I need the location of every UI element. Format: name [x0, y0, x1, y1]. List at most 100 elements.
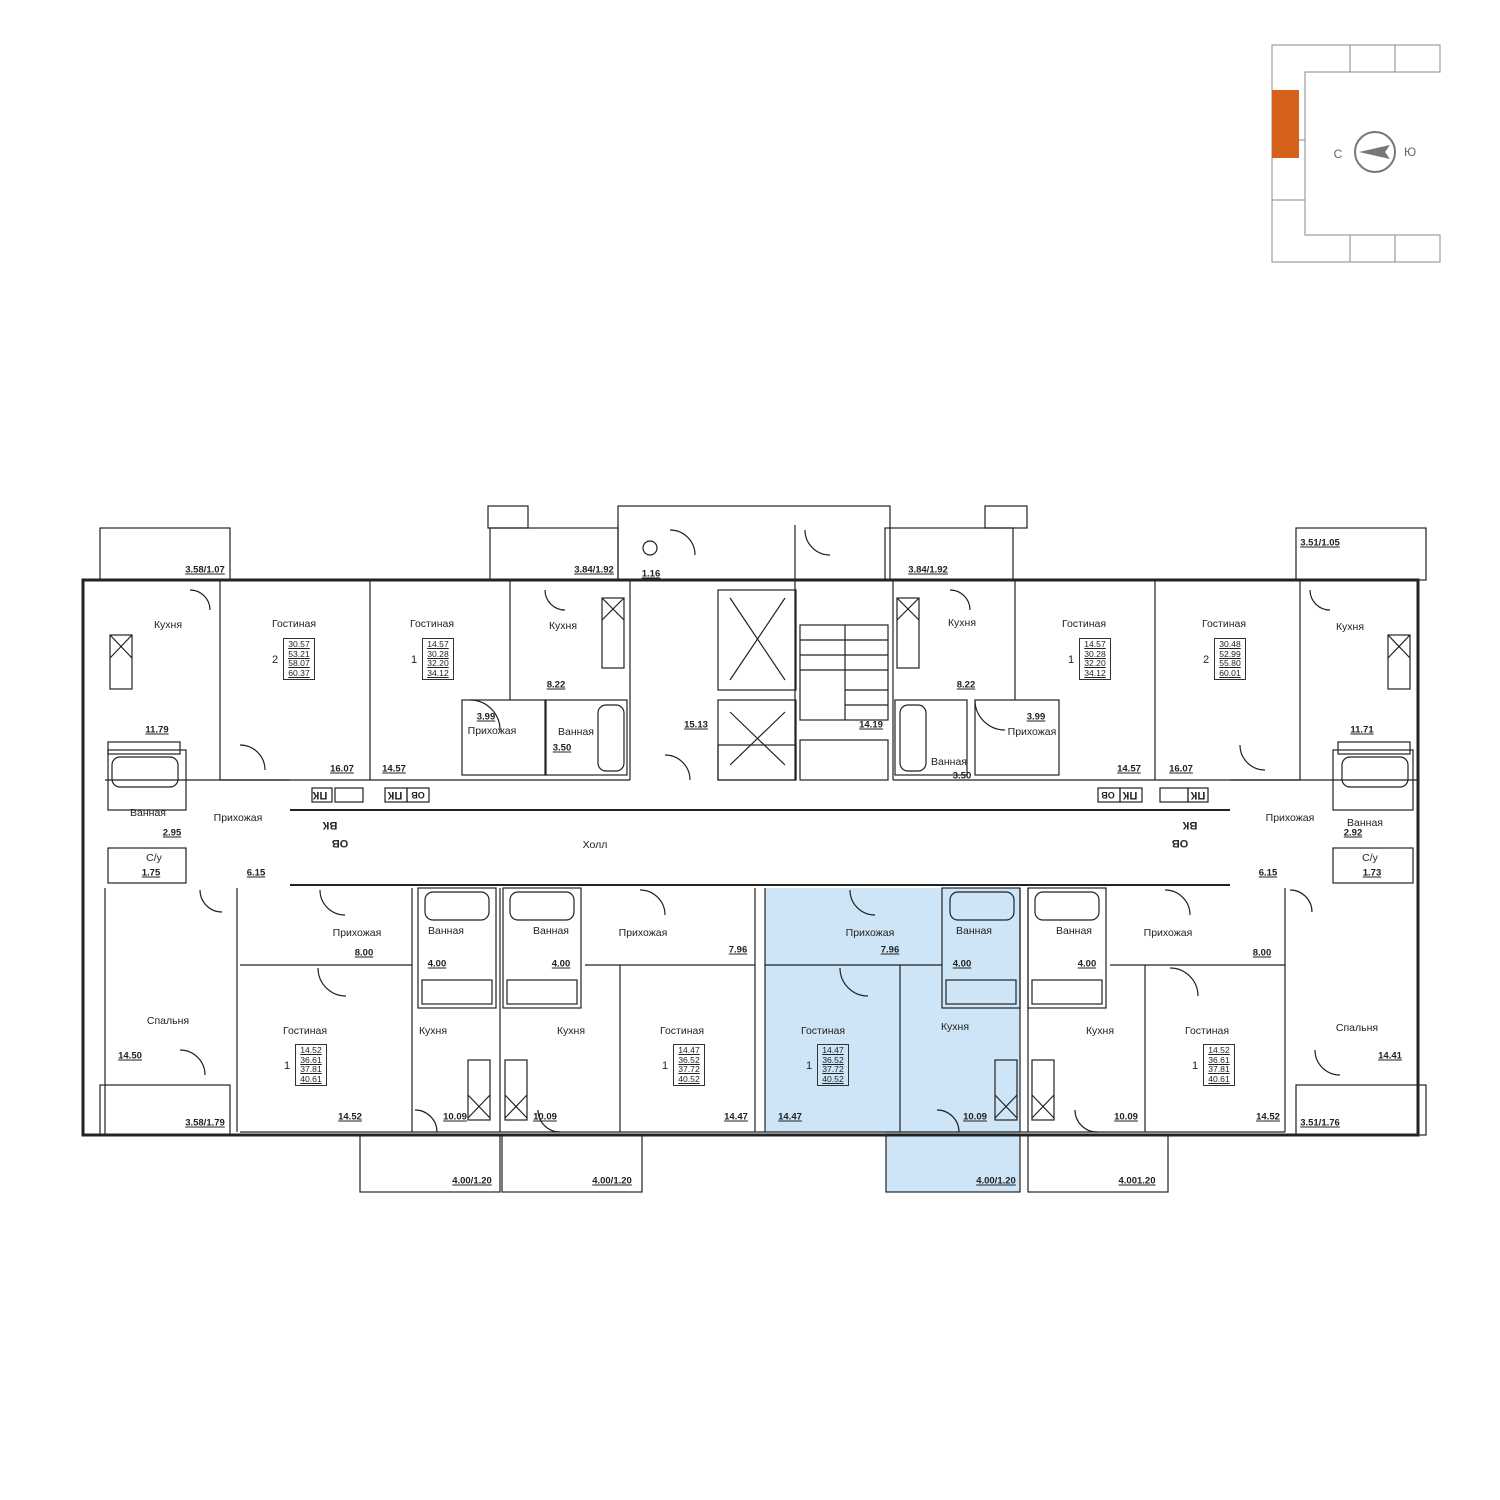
- room-label-hall-entry: Прихожая: [1265, 812, 1315, 824]
- room-label-hall-entry: Прихожая: [1007, 726, 1057, 738]
- area-total-living: 36.52: [822, 1054, 844, 1065]
- room-area: 1.73: [1362, 867, 1382, 879]
- room-area: 10.09: [963, 1111, 987, 1123]
- room-label-kitchen: Кухня: [947, 617, 977, 629]
- compass-north-label: С: [1333, 147, 1343, 161]
- room-label-bathroom: Ванная: [558, 726, 594, 738]
- room-label-bathroom: Ванная: [428, 925, 464, 937]
- area-living: 14.52: [300, 1045, 322, 1055]
- room-label-bathroom: Ванная: [533, 925, 569, 937]
- room-area: 14.47: [724, 1111, 748, 1123]
- room-count: 1: [1068, 654, 1075, 666]
- room-label-bathroom: Ванная: [1056, 925, 1092, 937]
- room-label-kitchen: Кухня: [418, 1025, 448, 1037]
- area-living: 14.57: [427, 639, 449, 649]
- balcony-area: 3.58/1.07: [185, 564, 225, 576]
- room-area: 8.22: [956, 679, 976, 691]
- room-area: 14.52: [338, 1111, 362, 1123]
- room-label-corridor: Холл: [582, 839, 608, 851]
- area-total-with-balcony: 40.52: [822, 1073, 844, 1084]
- room-label-bathroom: Ванная: [956, 925, 992, 937]
- area-total-with-balcony: 60.01: [1219, 667, 1241, 678]
- area-living: 14.47: [822, 1045, 844, 1055]
- area-living: 30.48: [1219, 639, 1241, 649]
- room-area: 3.50: [952, 770, 972, 782]
- utility-pk: ПК: [312, 789, 328, 801]
- room-area: 6.15: [246, 867, 266, 879]
- room-area: 11.71: [1350, 724, 1374, 736]
- room-label-kitchen: Кухня: [556, 1025, 586, 1037]
- balcony-area: 4.00/1.20: [976, 1175, 1016, 1187]
- room-area: 4.00: [427, 958, 447, 970]
- area-total: 32.20: [1084, 658, 1106, 668]
- room-area: 4.00: [1077, 958, 1097, 970]
- area-total-living: 52.99: [1219, 648, 1241, 659]
- room-label-living: Гостиная: [659, 1025, 705, 1037]
- room-area: 8.00: [1252, 947, 1272, 959]
- room-area: 14.50: [118, 1050, 142, 1062]
- compass-icon: [1354, 131, 1396, 173]
- room-area: 2.95: [162, 827, 182, 839]
- area-living: 14.47: [678, 1045, 700, 1055]
- utility-vk: ВК: [322, 819, 338, 831]
- balcony-area: 4.00/1.20: [452, 1175, 492, 1187]
- room-area: 1.16: [641, 568, 661, 580]
- balcony-area: 3.51/1.76: [1300, 1117, 1340, 1129]
- room-label-kitchen: Кухня: [1085, 1025, 1115, 1037]
- area-total-living: 36.61: [300, 1054, 322, 1065]
- balcony-area: 3.84/1.92: [908, 564, 948, 576]
- balcony-area: 3.84/1.92: [574, 564, 614, 576]
- room-area: 14.47: [778, 1111, 802, 1123]
- area-total: 37.72: [678, 1064, 700, 1074]
- room-area: 11.79: [145, 724, 169, 736]
- room-area: 8.00: [354, 947, 374, 959]
- area-total-with-balcony: 40.61: [1208, 1073, 1230, 1084]
- highlighted-apartment[interactable]: [765, 888, 1020, 1192]
- room-area: 16.07: [330, 763, 354, 775]
- room-area: 8.22: [546, 679, 566, 691]
- room-area: 10.09: [443, 1111, 467, 1123]
- balcony-area: 4.001.20: [1118, 1175, 1156, 1187]
- area-total-living: 36.52: [678, 1054, 700, 1065]
- balcony-area: 3.58/1.79: [185, 1117, 225, 1129]
- room-label-living: Гостиная: [282, 1025, 328, 1037]
- room-label-living: Гостиная: [800, 1025, 846, 1037]
- room-label-hall-entry: Прихожая: [332, 927, 382, 939]
- corridor-walls: [290, 809, 1230, 886]
- room-area: 10.09: [1114, 1111, 1138, 1123]
- room-label-hall-entry: Прихожая: [618, 927, 668, 939]
- room-count: 2: [1203, 654, 1210, 666]
- room-area: 15.13: [684, 719, 708, 731]
- room-area: 6.15: [1258, 867, 1278, 879]
- area-total-with-balcony: 40.61: [300, 1073, 322, 1084]
- key-plan-highlighted-section: [1272, 90, 1299, 158]
- area-total: 37.81: [1208, 1064, 1230, 1074]
- area-total-living: 53.21: [288, 648, 310, 659]
- room-label-kitchen: Кухня: [153, 619, 183, 631]
- room-label-living: Гостиная: [271, 618, 317, 630]
- utility-ov: ОВ: [1171, 837, 1189, 849]
- room-label-living: Гостиная: [1184, 1025, 1230, 1037]
- room-label-kitchen: Кухня: [1335, 621, 1365, 633]
- area-living: 30.57: [288, 639, 310, 649]
- room-count: 1: [411, 654, 418, 666]
- room-count: 1: [284, 1060, 291, 1072]
- area-total: 37.72: [822, 1064, 844, 1074]
- room-area: 14.52: [1256, 1111, 1280, 1123]
- balcony-area: 4.00/1.20: [592, 1175, 632, 1187]
- room-label-bathroom: Ванная: [130, 807, 166, 819]
- room-area: 14.57: [382, 763, 406, 775]
- utility-vk: ВК: [1182, 819, 1198, 831]
- room-label-bathroom: Ванная: [1347, 817, 1383, 829]
- room-label-living: Гостиная: [409, 618, 455, 630]
